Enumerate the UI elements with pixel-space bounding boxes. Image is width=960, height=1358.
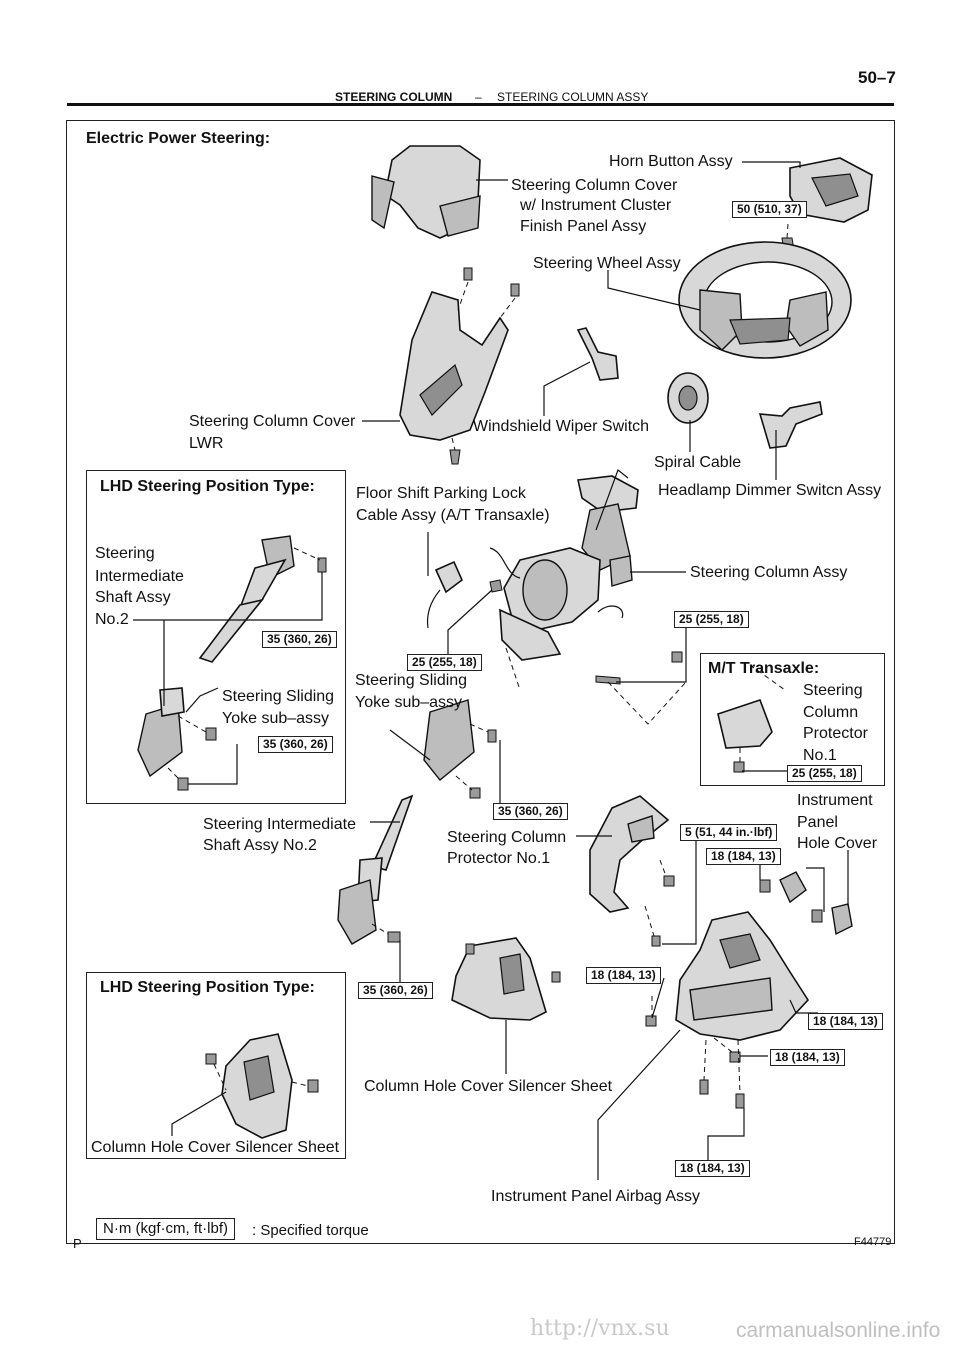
label-wiper-switch: Windshield Wiper Switch [473,418,650,435]
label-silencer-lhd: Column Hole Cover Silencer Sheet [91,1139,340,1156]
label-lhd-yoke-1: Steering Sliding [222,688,335,705]
section-title: STEERING COLUMN [335,90,453,104]
label-airbag: Instrument Panel Airbag Assy [491,1188,700,1205]
label-column-cover-2: w/ Instrument Cluster [520,197,672,214]
label-mt-protector-2: Column [803,704,859,721]
label-protector-1: Steering Column [447,829,567,846]
wiper-switch-drawing [576,327,619,381]
lhd-intermediate-shaft-drawing [137,535,295,778]
parking-lock-cable-drawing [426,560,463,629]
label-parking-lock-1: Floor Shift Parking Lock [356,485,526,502]
label-lhd-shaft-1: Steering [95,545,155,562]
label-hole-cover-3: Hole Cover [797,835,878,852]
leader-lines [133,161,849,1180]
intermediate-shaft-drawing [337,699,475,945]
torque-mt-protector: 25 (255, 18) [787,765,862,782]
spiral-cable-drawing [667,372,709,424]
torque-airbag-right-lower: 18 (184, 13) [770,1049,845,1066]
legend-unit-box: N·m (kgf·cm, ft·lbf) [96,1218,235,1240]
torque-shaft-lower: 35 (360, 26) [358,982,433,999]
header-separator: – [475,90,482,104]
silencer-sheet-drawing [451,937,547,1021]
lhd-title-1: LHD Steering Position Type: [100,478,315,495]
label-column-cover-lwr-1: Steering Column Cover [189,413,356,430]
diagram-frame [66,120,895,1244]
page-number: 50–7 [858,68,896,87]
headlamp-switch-drawing [758,401,823,449]
airbag-assy-drawing [675,911,810,1041]
watermark-right: carmanualsonline.info [736,1319,941,1342]
label-silencer: Column Hole Cover Silencer Sheet [364,1078,613,1095]
watermark-left: http://vnx.su [530,1316,670,1341]
label-lhd-shaft-4: No.2 [95,611,129,628]
torque-airbag-left: 18 (184, 13) [586,967,661,984]
lhd-shaft-frame [86,470,346,804]
torque-lhd-shaft: 35 (360, 26) [262,631,337,648]
label-hole-cover-2: Panel [797,814,838,831]
torque-horn: 50 (510, 37) [732,201,807,218]
label-lhd-yoke-2: Yoke sub–assy [222,710,330,727]
label-hole-cover-1: Instrument [797,792,873,809]
diagram-title: Electric Power Steering: [86,130,271,147]
label-lhd-shaft-2: Intermediate [95,568,184,585]
figure-id: F44779 [854,1236,892,1248]
mt-title: M/T Transaxle: [708,660,820,677]
lhd-silencer-frame [86,972,346,1159]
subsection-title: STEERING COLUMN ASSY [497,90,649,104]
mt-transaxle-frame [700,653,885,786]
label-horn-button: Horn Button Assy [609,153,733,170]
torque-column-left: 25 (255, 18) [407,654,482,671]
corner-mark: P [73,1236,82,1251]
torque-lhd-yoke: 35 (360, 26) [258,736,333,753]
label-yoke-1: Steering Sliding [355,672,468,689]
horn-button-drawing [789,157,873,223]
label-lhd-shaft-3: Shaft Assy [95,589,171,606]
mt-protector-drawing [717,698,773,749]
hole-cover-lower-drawing [831,903,853,936]
column-protector-drawing [589,795,670,913]
label-protector-2: Protector No.1 [447,850,551,867]
label-mt-protector-3: Protector [803,725,868,742]
label-column-assy: Steering Column Assy [690,564,848,581]
lhd-silencer-drawing [221,1033,293,1139]
torque-airbag-bottom: 18 (184, 13) [675,1160,750,1177]
column-cover-lower-drawing [399,291,509,441]
torque-airbag-right-upper: 18 (184, 13) [808,1013,883,1030]
label-intermediate-1: Steering Intermediate [203,816,356,833]
torque-yoke: 35 (360, 26) [493,803,568,820]
label-yoke-2: Yoke sub–assy [355,694,463,711]
lhd-title-2: LHD Steering Position Type: [100,979,315,996]
torque-hole-cover: 18 (184, 13) [706,848,781,865]
label-mt-protector-1: Steering [803,682,863,699]
hole-cover-upper-drawing [779,871,807,904]
label-headlamp-switch: Headlamp Dimmer Switcn Assy [658,482,882,499]
label-column-cover-3: Finish Panel Assy [520,218,647,235]
label-intermediate-2: Shaft Assy No.2 [203,837,317,854]
steering-wheel-drawing [678,241,852,359]
steering-column-drawing [489,469,639,661]
header-rule [67,103,894,106]
label-parking-lock-2: Cable Assy (A/T Transaxle) [356,507,550,524]
torque-column-right: 25 (255, 18) [674,611,749,628]
label-column-cover-lwr-2: LWR [189,435,224,452]
label-column-cover-1: Steering Column Cover [511,177,678,194]
torque-protector: 5 (51, 44 in.·lbf) [680,824,778,841]
label-mt-protector-4: No.1 [803,747,837,764]
legend-text: : Specified torque [252,1222,369,1239]
label-steering-wheel: Steering Wheel Assy [533,255,681,272]
label-spiral-cable: Spiral Cable [654,454,742,471]
column-cover-upper-drawing [371,145,481,239]
